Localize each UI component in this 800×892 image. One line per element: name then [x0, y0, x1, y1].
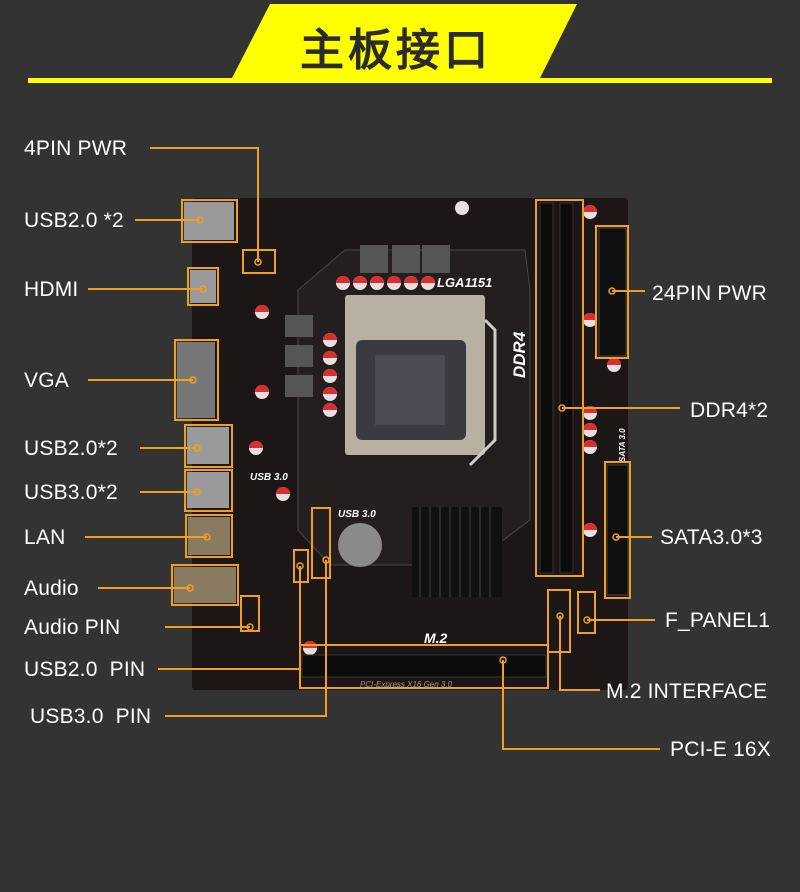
label-24pin-pwr: 24PIN PWR [652, 282, 767, 305]
label-usb30-pin: USB3.0 PIN [30, 705, 152, 728]
label-ddr4: DDR4*2 [690, 399, 769, 422]
label-f-panel: F_PANEL1 [665, 609, 771, 632]
label-usb20-pin: USB2.0 PIN [24, 658, 146, 681]
silk-m2: M.2 [424, 630, 448, 646]
cmos-battery [338, 523, 382, 567]
silk-pcie: PCI-Express X16 Gen 3.0 [360, 680, 453, 689]
label-usb30-rear: USB3.0*2 [24, 481, 118, 504]
label-vga: VGA [24, 369, 69, 392]
silk-sata: SATA 3.0 [618, 428, 627, 462]
leader-lines [85, 147, 680, 750]
page-title: 主板接口 [300, 25, 492, 76]
header-title-band [230, 4, 577, 82]
pcie-slot [301, 654, 547, 678]
label-audio-pin: Audio PIN [24, 616, 121, 639]
label-m2-interface: M.2 INTERFACE [606, 680, 768, 703]
silk-ddr4: DDR4 [510, 331, 529, 378]
label-usb20-rear-top: USB2.0 *2 [24, 209, 124, 232]
label-sata: SATA3.0*3 [660, 526, 763, 549]
chipset-heatsink [412, 507, 502, 597]
cpu-socket [345, 295, 497, 467]
silk-lga1151: LGA1151 [437, 275, 492, 290]
label-lan: LAN [24, 526, 66, 549]
silk-usb3-a: USB 3.0 [250, 472, 288, 483]
label-4pin-pwr: 4PIN PWR [24, 137, 128, 160]
label-hdmi: HDMI [24, 278, 79, 301]
silk-usb3-b: USB 3.0 [338, 509, 376, 520]
sata-connectors [606, 464, 629, 596]
label-audio: Audio [24, 577, 79, 600]
label-usb20-rear: USB2.0*2 [24, 437, 118, 460]
leader-dots [186, 216, 620, 664]
header-banner [28, 4, 772, 83]
label-pcie: PCI-E 16X [670, 738, 772, 761]
dimm-slots [539, 202, 574, 574]
